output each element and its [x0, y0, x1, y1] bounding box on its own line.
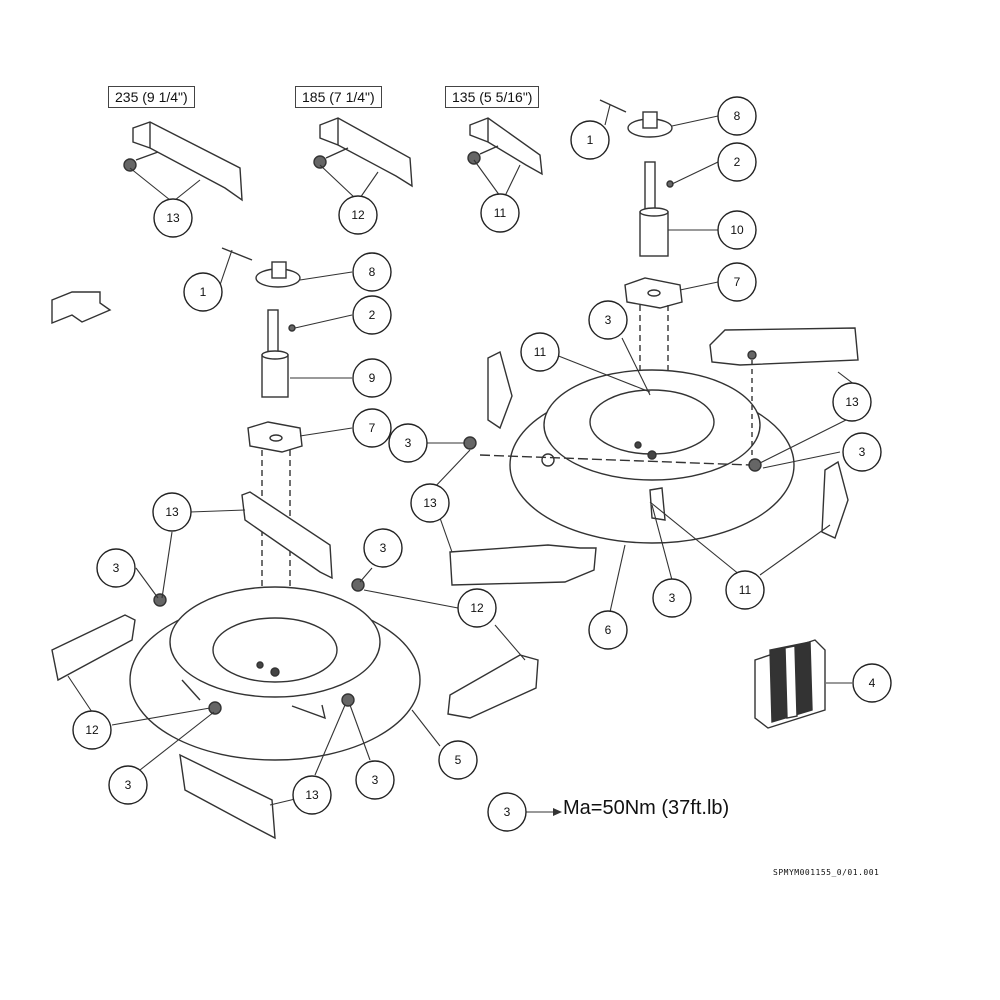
- callout-12-top: 12: [338, 195, 378, 235]
- callout-10: 10: [717, 210, 757, 250]
- callout-4: 4: [852, 663, 892, 703]
- size-label-235: 235 (9 1/4"): [108, 86, 195, 108]
- right-deck-blades: [449, 327, 859, 586]
- left-cutter-deck: [129, 586, 421, 761]
- callout-5: 5: [438, 740, 478, 780]
- callout-3-left-bottom-right: 3: [355, 760, 395, 800]
- callout-8-right: 8: [717, 96, 757, 136]
- callout-label: 2: [369, 308, 376, 322]
- callout-7-right: 7: [717, 262, 757, 302]
- callout-8-left: 8: [352, 252, 392, 292]
- left-deck-blades: [51, 491, 539, 840]
- callout-3-right-bottom: 3: [652, 578, 692, 618]
- callout-12-left-right: 12: [457, 588, 497, 628]
- callout-3-torque: 3: [487, 792, 527, 832]
- callout-label: 5: [455, 753, 462, 767]
- callout-label: 11: [494, 206, 507, 220]
- callout-label: 3: [859, 445, 866, 459]
- drawing-id: SPMYM001155_0/01.001: [773, 868, 880, 877]
- callout-13-left-bottom: 13: [292, 775, 332, 815]
- callout-label: 4: [869, 676, 876, 690]
- callout-3-left-right: 3: [363, 528, 403, 568]
- leader-lines: [67, 104, 856, 816]
- callout-3-right: 3: [842, 432, 882, 472]
- callout-label: 7: [369, 421, 376, 435]
- right-spindle-stack: [599, 99, 683, 455]
- callout-label: 13: [423, 496, 437, 510]
- callout-2-right: 2: [717, 142, 757, 182]
- callout-6: 6: [588, 610, 628, 650]
- callout-3-right-top: 3: [588, 300, 628, 340]
- callout-label: 11: [739, 583, 752, 597]
- callout-13-top: 13: [153, 198, 193, 238]
- torque-callout-number: 3: [504, 805, 511, 819]
- callout-3-left-top: 3: [96, 548, 136, 588]
- callout-13-left-top: 13: [152, 492, 192, 532]
- callout-9: 9: [352, 358, 392, 398]
- size-label-185: 185 (7 1/4"): [295, 86, 382, 108]
- callout-2-left: 2: [352, 295, 392, 335]
- callout-label: 3: [125, 778, 132, 792]
- callout-11-right-top: 11: [520, 332, 560, 372]
- callout-label: 10: [730, 223, 744, 237]
- callout-label: 3: [372, 773, 379, 787]
- callout-label: 3: [380, 541, 387, 555]
- callout-11-right-bottom: 11: [725, 570, 765, 610]
- size-label-135: 135 (5 5/16"): [445, 86, 540, 108]
- right-cutter-deck: [509, 369, 795, 544]
- callout-label: 12: [470, 601, 484, 615]
- callout-label: 8: [369, 265, 376, 279]
- blade-235: [123, 121, 243, 202]
- callout-label: 9: [369, 371, 376, 385]
- callout-11-top: 11: [480, 193, 520, 233]
- blade-185: [313, 117, 413, 188]
- callout-label: 13: [165, 505, 179, 519]
- callout-label: 3: [113, 561, 120, 575]
- callout-label: 3: [605, 313, 612, 327]
- callout-label: 2: [734, 155, 741, 169]
- blade-135: [467, 117, 543, 176]
- callout-label: 8: [734, 109, 741, 123]
- callout-13-right-left: 13: [410, 483, 450, 523]
- callout-3-right-left: 3: [388, 423, 428, 463]
- callout-label: 13: [845, 395, 859, 409]
- part-4-box: [754, 639, 826, 729]
- callout-label: 12: [85, 723, 99, 737]
- callout-label: 6: [605, 623, 612, 637]
- torque-spec: Ma=50Nm (37ft.lb): [563, 797, 730, 819]
- callout-1-left: 1: [183, 272, 223, 312]
- callout-label: 1: [587, 133, 594, 147]
- callout-7-left: 7: [352, 408, 392, 448]
- callout-bubbles: 13 12 11 1 8 2 9 7 1 8 2 10 7 3 11 13 3 …: [72, 96, 892, 832]
- callout-13-right: 13: [832, 382, 872, 422]
- left-spindle-stack: [221, 247, 303, 660]
- callout-label: 12: [351, 208, 365, 222]
- callout-label: 11: [534, 345, 547, 359]
- callout-label: 13: [305, 788, 319, 802]
- callout-label: 7: [734, 275, 741, 289]
- callout-label: 3: [405, 436, 412, 450]
- callout-label: 1: [200, 285, 207, 299]
- direction-arrow: [51, 291, 112, 325]
- callout-12-left: 12: [72, 710, 112, 750]
- callout-3-left-bottom: 3: [108, 765, 148, 805]
- callout-label: 3: [669, 591, 676, 605]
- callout-1-right: 1: [570, 120, 610, 160]
- callout-label: 13: [166, 211, 180, 225]
